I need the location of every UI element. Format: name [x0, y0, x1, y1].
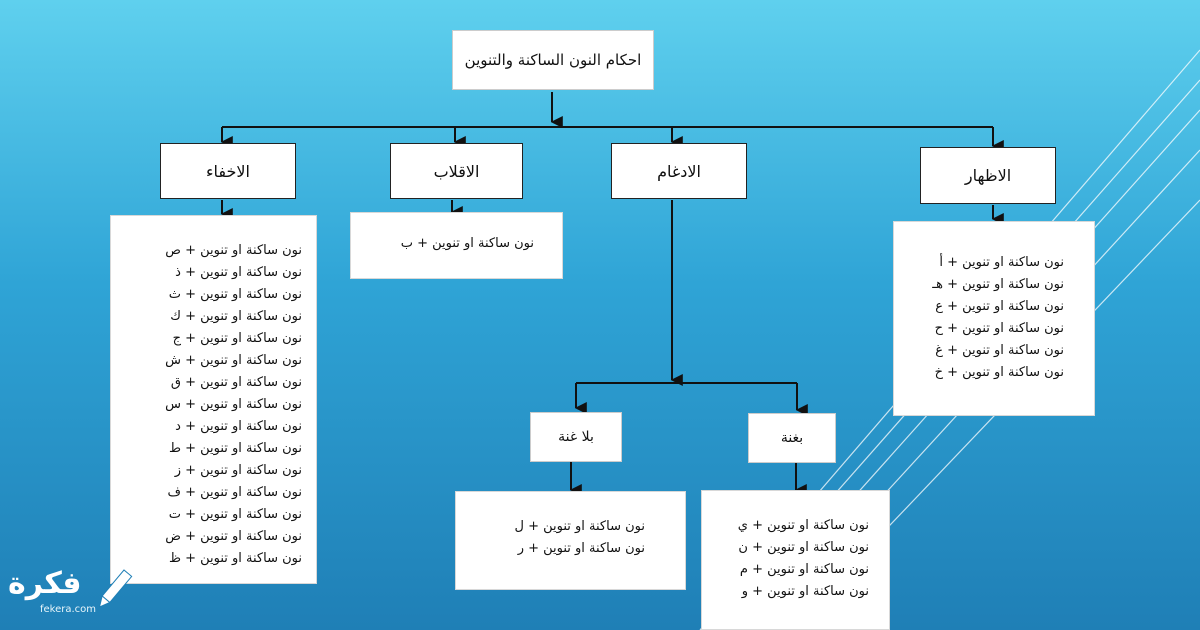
- node-ikhfa: الاخفاء: [160, 143, 296, 199]
- ikhfa-item: نون ساكنة او تنوين + ت: [168, 507, 302, 522]
- node-with-ghunna-title: بغنة: [780, 430, 804, 446]
- node-without-ghunna: بلا غنة: [530, 412, 622, 462]
- with-ghunna-item: نون ساكنة او تنوين + م: [739, 562, 869, 577]
- node-without-ghunna-title: بلا غنة: [558, 429, 594, 445]
- izhar-item: نون ساكنة او تنوين + ح: [934, 321, 1064, 336]
- ikhfa-item: نون ساكنة او تنوين + ش: [165, 353, 302, 368]
- without-ghunna-item: نون ساكنة او تنوين + ل: [514, 519, 645, 534]
- ikhfa-item: نون ساكنة او تنوين + ف: [167, 485, 302, 500]
- without-ghunna-item: نون ساكنة او تنوين + ر: [517, 541, 645, 556]
- with-ghunna-item: نون ساكنة او تنوين + ن: [738, 540, 869, 555]
- ikhfa-item: نون ساكنة او تنوين + ج: [172, 331, 302, 346]
- ikhfa-item: نون ساكنة او تنوين + ط: [168, 441, 302, 456]
- node-iqlab: الاقلاب: [390, 143, 523, 199]
- node-iqlab-title: الاقلاب: [433, 161, 480, 181]
- root-title: احكام النون الساكنة والتنوين: [464, 51, 642, 69]
- ikhfa-item: نون ساكنة او تنوين + ص: [165, 243, 302, 258]
- with-ghunna-item: نون ساكنة او تنوين + ي: [737, 518, 869, 533]
- root-node: احكام النون الساكنة والتنوين: [452, 30, 654, 90]
- ikhfa-item: نون ساكنة او تنوين + ز: [174, 463, 302, 478]
- ikhfa-item: نون ساكنة او تنوين + ق: [170, 375, 302, 390]
- ikhfa-item: نون ساكنة او تنوين + د: [175, 419, 302, 434]
- iqlab-list: نون ساكنة او تنوين + ب: [350, 212, 563, 279]
- izhar-item: نون ساكنة او تنوين + ع: [935, 299, 1064, 314]
- node-izhar: الاظهار: [920, 147, 1056, 204]
- node-ikhfa-title: الاخفاء: [206, 161, 250, 181]
- with-ghunna-item: نون ساكنة او تنوين + و: [741, 584, 869, 599]
- without-ghunna-list: نون ساكنة او تنوين + ل نون ساكنة او تنوي…: [455, 491, 686, 590]
- izhar-item: نون ساكنة او تنوين + غ: [935, 343, 1064, 358]
- watermark-brand: فكرة: [8, 566, 82, 601]
- pencil-icon: [98, 569, 133, 608]
- connectors: [220, 92, 1004, 496]
- ikhfa-item: نون ساكنة او تنوين + ث: [168, 287, 302, 302]
- ikhfa-item: نون ساكنة او تنوين + ض: [165, 529, 302, 544]
- node-with-ghunna: بغنة: [748, 413, 836, 463]
- ikhfa-item: نون ساكنة او تنوين + ظ: [168, 551, 302, 566]
- iqlab-item: نون ساكنة او تنوين + ب: [400, 236, 534, 251]
- watermark-url: fekera.com: [40, 604, 97, 615]
- node-idgham-title: الادغام: [657, 161, 701, 181]
- ikhfa-item: نون ساكنة او تنوين + س: [165, 397, 302, 412]
- ikhfa-list: نون ساكنة او تنوين + ص نون ساكنة او تنوي…: [110, 215, 317, 584]
- ikhfa-item: نون ساكنة او تنوين + ذ: [175, 265, 302, 280]
- izhar-item: نون ساكنة او تنوين + أ: [939, 255, 1064, 270]
- izhar-item: نون ساكنة او تنوين + هـ: [932, 277, 1064, 292]
- izhar-list: نون ساكنة او تنوين + أ نون ساكنة او تنوي…: [893, 221, 1095, 416]
- izhar-item: نون ساكنة او تنوين + خ: [934, 365, 1064, 380]
- node-idgham: الادغام: [611, 143, 747, 199]
- ikhfa-item: نون ساكنة او تنوين + ك: [170, 309, 302, 324]
- with-ghunna-list: نون ساكنة او تنوين + ي نون ساكنة او تنوي…: [701, 490, 890, 630]
- node-izhar-title: الاظهار: [964, 166, 1012, 185]
